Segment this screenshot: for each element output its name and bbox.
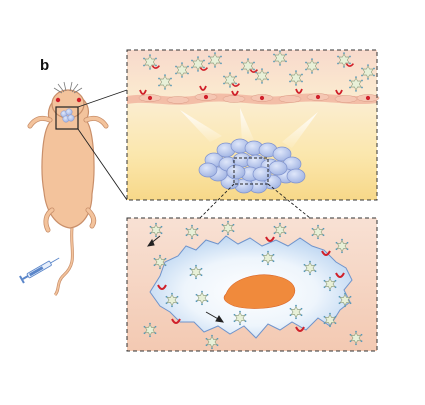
star-nanoparticle-icon (303, 260, 317, 276)
star-nanoparticle-icon (149, 222, 163, 238)
star-nanoparticle-icon (261, 250, 275, 266)
star-nanoparticle-icon (143, 322, 157, 338)
receptor-marker-icon (321, 250, 331, 256)
mouse-tumor-icon (60, 108, 75, 123)
endothelial-cell-icon (334, 95, 358, 103)
tumor-cell-panel (126, 217, 378, 352)
star-nanoparticle-icon (349, 330, 363, 346)
star-nanoparticle-icon (233, 310, 247, 326)
star-nanoparticle-icon (255, 68, 269, 84)
syringe-icon (19, 257, 60, 284)
star-nanoparticle-icon (143, 54, 161, 70)
tumor-zoom-box (233, 157, 269, 185)
star-nanoparticle-icon (349, 76, 363, 92)
star-nanoparticle-icon (153, 254, 167, 270)
receptor-marker-icon (171, 318, 181, 324)
star-nanoparticle-icon (289, 304, 303, 320)
star-nanoparticle-icon (338, 292, 352, 308)
endothelial-cell-icon (166, 96, 190, 104)
star-nanoparticle-icon (223, 72, 241, 88)
star-nanoparticle-icon (323, 312, 337, 328)
star-nanoparticle-icon (273, 222, 287, 238)
star-nanoparticle-icon (205, 334, 219, 350)
receptor-marker-icon (295, 326, 305, 332)
star-nanoparticle-icon (195, 290, 209, 306)
star-nanoparticle-icon (185, 224, 199, 240)
star-nanoparticle-icon (189, 264, 203, 280)
star-nanoparticle-icon (175, 62, 189, 78)
star-nanoparticle-icon (311, 224, 325, 240)
star-nanoparticle-icon (241, 58, 259, 74)
star-nanoparticle-icon (305, 58, 319, 74)
endothelial-cell-icon (278, 95, 302, 103)
panel-label: b (40, 57, 49, 74)
star-nanoparticle-icon (337, 52, 355, 68)
brain-tissue-panel (126, 49, 380, 201)
endothelial-cell-icon (222, 95, 246, 103)
receptor-marker-icon (265, 236, 275, 242)
receptor-marker-icon (157, 284, 167, 290)
star-nanoparticle-icon (191, 56, 209, 72)
star-nanoparticle-icon (165, 292, 179, 308)
star-nanoparticle-icon (323, 276, 337, 292)
star-nanoparticle-icon (273, 50, 287, 66)
star-nanoparticle-icon (208, 52, 222, 68)
mouse-illustration (27, 81, 109, 297)
nucleus-icon (223, 274, 296, 309)
star-nanoparticle-icon (289, 70, 303, 86)
receptor-marker-icon (335, 272, 345, 278)
star-nanoparticle-icon (361, 64, 375, 80)
mouse-zoom-box (55, 106, 79, 130)
star-nanoparticle-icon (158, 74, 172, 90)
star-nanoparticle-icon (335, 238, 349, 254)
star-nanoparticle-icon (221, 220, 235, 236)
